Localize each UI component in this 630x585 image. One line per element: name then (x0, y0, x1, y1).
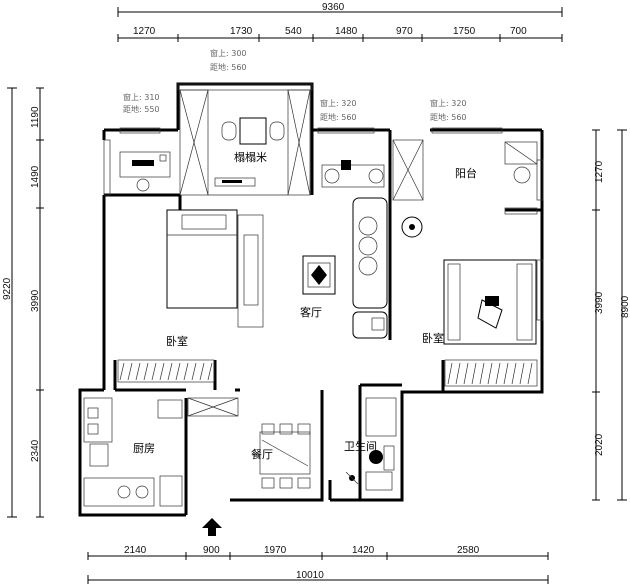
right-dimensions: 8900 1270 3990 2020 (592, 129, 630, 501)
bottom-total-dim: 10010 (296, 570, 324, 581)
right-bedroom: 卧室 (401, 216, 538, 387)
w3-sill: 窗上: 320 (320, 98, 357, 108)
w2-sill: 窗上: 300 (210, 48, 247, 58)
left-dim-1: 1190 (30, 106, 41, 128)
bathroom: 卫生间 (344, 397, 397, 491)
windows (103, 83, 544, 321)
right-dim-3: 2020 (594, 433, 605, 456)
walls (78, 82, 544, 517)
w1-floor: 距地: 550 (123, 104, 160, 114)
left-dim-3: 3990 (30, 289, 41, 312)
top-dim-2: 1730 (230, 26, 253, 37)
w4-floor: 距地: 560 (430, 112, 467, 122)
right-total-dim: 8900 (620, 295, 630, 318)
bottom-dim-5: 2580 (457, 545, 480, 556)
bottom-dim-3: 1970 (264, 545, 287, 556)
top-dim-6: 1750 (453, 26, 476, 37)
room-dining: 餐厅 (251, 447, 273, 461)
balcony: 阳台 (392, 139, 538, 215)
dining: 餐厅 (251, 423, 311, 489)
top-dim-3: 540 (285, 26, 302, 37)
w1-sill: 窗上: 310 (123, 92, 160, 102)
bottom-dimensions: 2140 900 1970 1420 2580 10010 (87, 545, 549, 584)
room-bedroom-right: 卧室 (422, 331, 444, 345)
left-bedroom: 卧室 (117, 151, 264, 383)
bottom-dim-2: 900 (203, 545, 220, 556)
left-dim-2: 1490 (30, 165, 41, 188)
wardrobe-right-hatch (447, 362, 533, 385)
left-dim-4: 2340 (30, 439, 41, 462)
top-dim-1: 1270 (133, 26, 156, 37)
kitchen: 厨房 (83, 397, 239, 507)
room-kitchen: 厨房 (133, 442, 155, 455)
top-dimensions: 9360 1270 1730 540 1480 970 1750 700 (117, 2, 563, 42)
top-dim-5: 970 (396, 26, 413, 37)
living-room: 客厅 (300, 160, 388, 339)
tatami-area: 榻榻米 (179, 89, 311, 196)
left-total-dim: 9220 (2, 277, 13, 300)
room-tatami: 榻榻米 (234, 150, 267, 164)
bottom-dim-1: 2140 (124, 545, 147, 556)
right-dim-1: 1270 (594, 160, 605, 183)
right-dim-2: 3990 (594, 291, 605, 314)
w2-floor: 距地: 560 (210, 62, 247, 72)
top-total-dim: 9360 (322, 2, 345, 13)
top-dim-7: 700 (510, 26, 527, 37)
bottom-dim-4: 1420 (352, 545, 375, 556)
room-balcony: 阳台 (455, 166, 477, 180)
w4-sill: 窗上: 320 (430, 98, 467, 108)
top-dim-4: 1480 (335, 26, 358, 37)
room-bathroom: 卫生间 (344, 439, 377, 453)
left-dimensions: 9220 1190 1490 3990 2340 (2, 87, 44, 518)
entrance-arrow-icon (202, 518, 222, 536)
w3-floor: 距地: 560 (320, 112, 357, 122)
wardrobe-left-hatch (119, 362, 213, 381)
room-bedroom-left: 卧室 (166, 334, 188, 348)
room-living: 客厅 (300, 305, 322, 319)
window-notes: 窗上: 310 距地: 550 窗上: 300 距地: 560 窗上: 320 … (123, 48, 467, 122)
